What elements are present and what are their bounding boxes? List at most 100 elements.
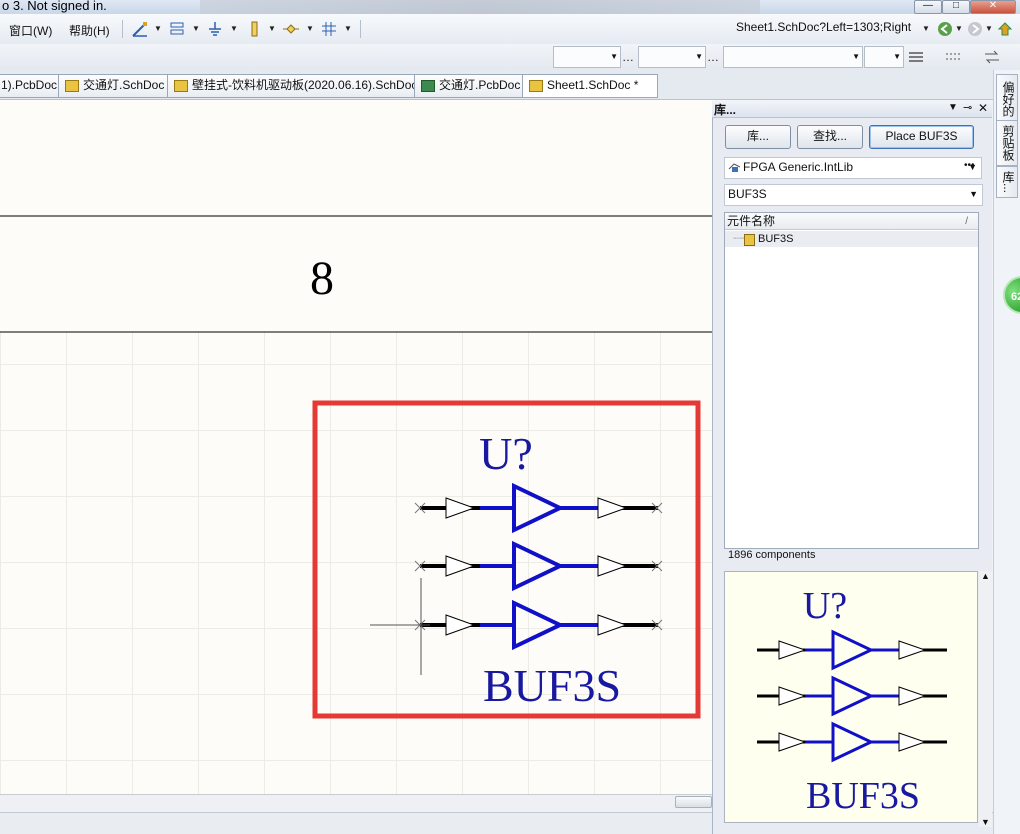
preview-buffer-gate [757, 629, 947, 671]
preview-drawing: U? BUF3S [757, 585, 947, 817]
tab-label: 交通灯.SchDoc [83, 78, 165, 92]
font-combo[interactable]: ▼ [553, 46, 621, 68]
preview-name: BUF3S [806, 775, 920, 817]
library-select[interactable]: FPGA Generic.IntLib ▼ [724, 157, 982, 179]
cursor-crosshair [370, 578, 430, 675]
chevron-down-icon[interactable]: ▼ [192, 24, 200, 33]
tab-label: 壁挂式-饮料机驱动板(2020.06.16).SchDoc [192, 78, 418, 92]
preview-buffer-gate [757, 721, 947, 763]
wire-tool-icon[interactable] [131, 20, 149, 38]
close-window-button[interactable]: ✕ [970, 0, 1016, 14]
schematic-doc-icon [529, 80, 543, 92]
more-icon[interactable]: … [622, 50, 634, 64]
chevron-down-icon[interactable]: ▼ [922, 24, 930, 33]
panel-title: 库... [714, 103, 737, 117]
filter-value: BUF3S [728, 187, 767, 201]
buffer-gate[interactable] [414, 599, 663, 651]
document-address-field[interactable]: Sheet1.SchDoc?Left=1303;Right [736, 20, 912, 34]
menu-bar: 窗口(W) 帮助(H) [0, 14, 1020, 44]
more-icon[interactable]: … [707, 50, 719, 64]
toolbar-separator [122, 20, 123, 38]
panel-menu-icon[interactable]: ▼ [948, 102, 958, 113]
forward-icon[interactable] [966, 20, 984, 38]
home-icon[interactable] [996, 20, 1014, 38]
style-combo[interactable]: ▼ [723, 46, 863, 68]
chevron-down-icon[interactable]: ▼ [306, 24, 314, 33]
tab-libraries[interactable]: 库... [996, 166, 1018, 198]
title-blurred-region [200, 0, 760, 14]
window-title-bar: o 3. Not signed in. — □ ✕ [0, 0, 1020, 14]
highlight-rectangle [312, 400, 701, 719]
component-designator: U? [479, 428, 533, 479]
tab-wall-mounted-sch[interactable]: 壁挂式-饮料机驱动板(2020.06.16).SchDoc [167, 74, 436, 98]
ground-icon[interactable] [206, 20, 224, 38]
line-style-icon[interactable] [944, 48, 962, 66]
column-header-name: 元件名称 [727, 214, 776, 228]
scrollbar-thumb[interactable] [675, 796, 712, 808]
libraries-button[interactable]: 库... [725, 125, 791, 149]
menu-window[interactable]: 窗口(W) [9, 24, 53, 38]
tab-favorites[interactable]: 偏好的 [996, 74, 1018, 124]
tab-sheet1-sch-active[interactable]: Sheet1.SchDoc * [522, 74, 658, 98]
grid-icon[interactable] [320, 20, 338, 38]
scroll-down-icon[interactable]: ▼ [981, 817, 990, 827]
size-combo[interactable]: ▼ [638, 46, 706, 68]
maximize-button[interactable]: □ [942, 0, 970, 14]
schematic-doc-icon [65, 80, 79, 92]
preview-scrollbar[interactable]: ▲ ▼ [979, 571, 992, 827]
menu-help[interactable]: 帮助(H) [69, 24, 110, 38]
net-label-icon[interactable] [282, 20, 300, 38]
zone-number: 8 [310, 252, 334, 305]
preview-designator: U? [803, 585, 847, 627]
width-combo[interactable]: ▼ [864, 46, 904, 68]
swap-icon[interactable] [983, 48, 1001, 66]
chevron-down-icon[interactable]: ▼ [344, 24, 352, 33]
panel-header: 库... ▼ ⊸ ✕ [712, 100, 992, 118]
tab-label: 交通灯.PcbDoc [439, 78, 521, 92]
tab-pcb-doc-partial[interactable]: 1).PcbDoc [0, 74, 60, 98]
sort-indicator: / [965, 216, 968, 227]
search-button[interactable]: 查找... [797, 125, 863, 149]
schematic-doc-icon [174, 80, 188, 92]
close-icon[interactable]: ✕ [978, 101, 989, 115]
pcb-doc-icon [421, 80, 435, 92]
list-item[interactable]: ┈┈ BUF3S [725, 231, 978, 247]
component-list[interactable] [724, 212, 979, 549]
preview-buffer-gate [757, 675, 947, 717]
chevron-down-icon: ▼ [893, 52, 901, 61]
component-name: BUF3S [483, 660, 621, 711]
component-preview: U? BUF3S [724, 571, 978, 823]
component-row-name: BUF3S [758, 233, 794, 245]
minimize-button[interactable]: — [914, 0, 942, 14]
chevron-down-icon: ▼ [610, 52, 618, 61]
chevron-down-icon[interactable]: ▼ [955, 24, 963, 33]
buffer-gate[interactable] [414, 540, 663, 592]
scroll-up-icon[interactable]: ▲ [981, 571, 990, 581]
chevron-down-icon[interactable]: ▼ [985, 24, 993, 33]
chevron-down-icon: ▼ [969, 189, 978, 199]
chevron-down-icon[interactable]: ▼ [230, 24, 238, 33]
pin-icon[interactable]: ⊸ [963, 102, 973, 114]
schematic-drawing: 8 U? BUF3S [0, 100, 712, 719]
line-weight-icon[interactable] [907, 48, 925, 66]
chevron-down-icon: ▼ [852, 52, 860, 61]
chevron-down-icon: ▼ [968, 162, 977, 172]
tree-connector: ┈┈ [733, 233, 747, 245]
back-icon[interactable] [936, 20, 954, 38]
place-component-button[interactable]: Place BUF3S [869, 125, 974, 149]
tab-clipboard[interactable]: 剪贴板 [996, 120, 1018, 166]
more-options-button[interactable]: ••• [964, 160, 975, 171]
list-column-header[interactable]: 元件名称 / [725, 213, 978, 230]
schematic-canvas[interactable]: 8 U? BUF3S [0, 100, 712, 794]
horizontal-scrollbar[interactable] [0, 794, 712, 812]
chevron-down-icon[interactable]: ▼ [268, 24, 276, 33]
library-icon [728, 163, 741, 172]
component-filter-input[interactable]: BUF3S ▼ [724, 184, 983, 206]
bus-tool-icon[interactable] [169, 20, 187, 38]
buffer-gate[interactable] [414, 482, 663, 534]
chevron-down-icon[interactable]: ▼ [154, 24, 162, 33]
port-icon[interactable] [246, 20, 264, 38]
zone-strip [0, 217, 712, 332]
sheet-margin [0, 100, 712, 216]
component-count: 1896 components [728, 549, 816, 561]
